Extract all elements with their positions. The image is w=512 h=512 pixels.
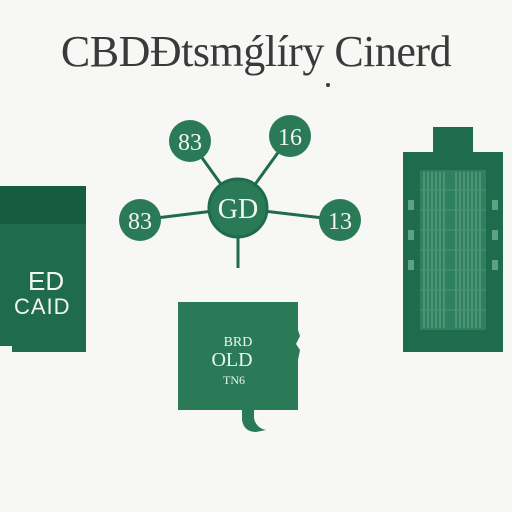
network-hub-label: GD (218, 194, 258, 225)
card-label-bottom: CAID (14, 294, 71, 319)
title-dot (326, 83, 330, 87)
network-node (269, 115, 311, 157)
card-notch (0, 346, 12, 352)
network-node-label: 16 (278, 125, 302, 151)
network-node (319, 199, 361, 241)
card-tab (0, 186, 86, 224)
card-label-top: ED (28, 266, 65, 296)
document-line-3: TN6 (223, 373, 245, 387)
card-icon: ED CAID (0, 186, 86, 352)
document-line-2: OLD (211, 349, 252, 371)
network-hub (207, 177, 269, 239)
network-node-label: 13 (328, 209, 352, 235)
building-icon (403, 127, 503, 352)
network-node-label: 83 (178, 130, 202, 156)
document-line-1: BRD (224, 335, 253, 350)
page-title: CBDÐtsmǵlíry Cinerd (0, 30, 512, 74)
network-node (119, 199, 161, 241)
network-hub-icon: 83 16 83 13 GD (119, 115, 361, 268)
network-node (169, 120, 211, 162)
document-icon: BRD OLD TN6 (178, 302, 300, 432)
network-node-label: 83 (128, 209, 152, 235)
page-title-text: CBDÐtsmǵlíry Cinerd (60, 27, 452, 76)
